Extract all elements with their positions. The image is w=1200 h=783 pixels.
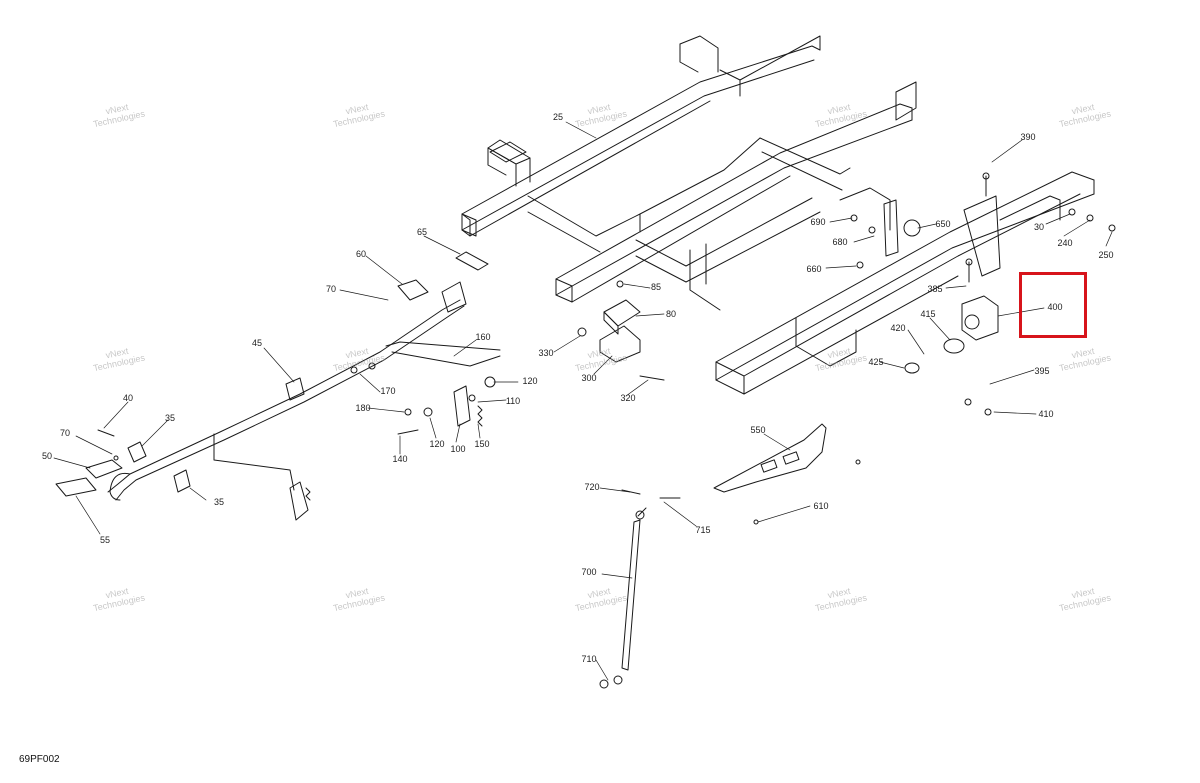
callout-label[interactable]: 690 xyxy=(810,217,826,227)
callout-label[interactable]: 250 xyxy=(1098,250,1114,260)
bracket-plate xyxy=(713,423,861,525)
callout-label[interactable]: 660 xyxy=(806,264,822,274)
callout-label[interactable]: 410 xyxy=(1038,409,1054,419)
callout-label[interactable]: 240 xyxy=(1057,238,1073,248)
callout-label[interactable]: 390 xyxy=(1020,132,1036,142)
callout-label[interactable]: 710 xyxy=(581,654,597,664)
lever-assembly xyxy=(55,251,501,521)
callout-label[interactable]: 320 xyxy=(620,393,636,403)
callout-label[interactable]: 100 xyxy=(450,444,466,454)
callout-label[interactable]: 70 xyxy=(59,428,71,438)
callout-label[interactable]: 80 xyxy=(665,309,677,319)
callout-label[interactable]: 420 xyxy=(890,323,906,333)
callout-label[interactable]: 300 xyxy=(581,373,597,383)
callout-label[interactable]: 110 xyxy=(505,396,521,406)
callout-label[interactable]: 650 xyxy=(935,219,951,229)
callout-label[interactable]: 715 xyxy=(695,525,711,535)
callout-label[interactable]: 85 xyxy=(650,282,662,292)
callout-label[interactable]: 180 xyxy=(355,403,371,413)
callout-label[interactable]: 60 xyxy=(355,249,367,259)
callout-label[interactable]: 415 xyxy=(920,309,936,319)
callout-label[interactable]: 385 xyxy=(927,284,943,294)
callout-label[interactable]: 35 xyxy=(213,497,225,507)
callout-label[interactable]: 610 xyxy=(813,501,829,511)
callout-label[interactable]: 140 xyxy=(392,454,408,464)
callout-label[interactable]: 55 xyxy=(99,535,111,545)
callout-label[interactable]: 150 xyxy=(474,439,490,449)
gas-strut xyxy=(599,489,681,689)
callout-label[interactable]: 70 xyxy=(325,284,337,294)
highlight-box xyxy=(1019,272,1087,338)
callout-label-highlighted[interactable]: 400 xyxy=(1047,302,1063,312)
callout-label[interactable]: 50 xyxy=(41,451,53,461)
cargo-frame xyxy=(461,35,1116,416)
callout-label[interactable]: 120 xyxy=(522,376,538,386)
callout-label[interactable]: 170 xyxy=(380,386,396,396)
callout-label[interactable]: 65 xyxy=(416,227,428,237)
callout-label[interactable]: 680 xyxy=(832,237,848,247)
callout-label[interactable]: 700 xyxy=(581,567,597,577)
callout-label[interactable]: 120 xyxy=(429,439,445,449)
callout-label[interactable]: 40 xyxy=(122,393,134,403)
callout-label[interactable]: 425 xyxy=(868,357,884,367)
callout-label[interactable]: 35 xyxy=(164,413,176,423)
callout-label[interactable]: 30 xyxy=(1033,222,1045,232)
leader-lines xyxy=(53,121,1113,681)
callout-label[interactable]: 45 xyxy=(251,338,263,348)
callout-label[interactable]: 720 xyxy=(584,482,600,492)
callout-label[interactable]: 160 xyxy=(475,332,491,342)
figure-id: 69PF002 xyxy=(19,754,60,765)
callout-label[interactable]: 550 xyxy=(750,425,766,435)
callout-label[interactable]: 25 xyxy=(552,112,564,122)
callout-label[interactable]: 395 xyxy=(1034,366,1050,376)
callout-label[interactable]: 330 xyxy=(538,348,554,358)
